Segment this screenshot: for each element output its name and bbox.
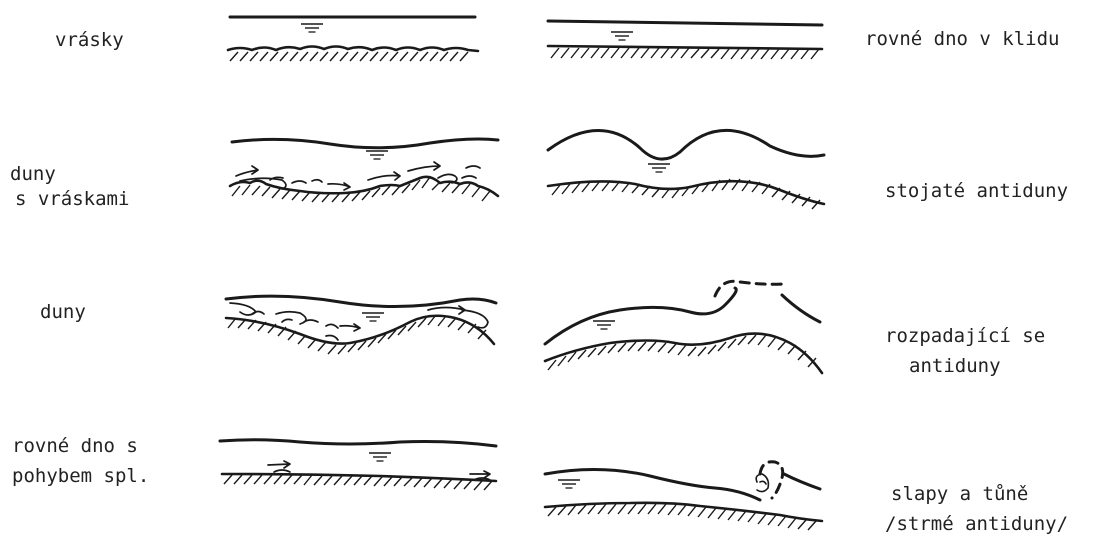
- sketch-duny-s-vraskami: [230, 139, 498, 202]
- sketch-rovne-dno-v-klidu: [548, 21, 822, 59]
- bed-hatching: [551, 48, 819, 59]
- water-surface: [545, 469, 760, 500]
- water-level-symbol: [648, 164, 670, 172]
- step-pool-bed: [545, 503, 822, 521]
- antidune-bed: [545, 334, 822, 373]
- sketch-rovne-dno-s-pohybem: [220, 440, 496, 490]
- hydraulic-jump: [760, 462, 783, 498]
- water-level-symbol: [369, 453, 391, 461]
- sketch-stojate-antiduny: [548, 130, 824, 209]
- water-surface: [232, 139, 498, 148]
- bed-hatching: [548, 335, 816, 370]
- water-surface-downstream: [782, 295, 820, 322]
- sketch-vrasky: [228, 17, 478, 61]
- water-level-symbol: [362, 313, 384, 321]
- water-surface: [545, 288, 736, 344]
- bed-hatching: [228, 315, 486, 354]
- bed-hatching: [548, 504, 816, 530]
- hydraulic-jump-core: [756, 474, 768, 492]
- antidune-bed: [548, 181, 824, 204]
- water-surface-downstream: [784, 474, 820, 489]
- water-surface: [220, 440, 496, 446]
- water-level-symbol: [301, 24, 323, 32]
- water-level-symbol: [611, 32, 633, 40]
- bed-hatching: [552, 179, 820, 209]
- water-surface: [226, 296, 496, 306]
- water-surface: [548, 130, 824, 159]
- breaking-crest: [715, 281, 784, 296]
- water-surface: [548, 21, 822, 25]
- flow-arrows: [230, 303, 488, 340]
- sketch-duny: [226, 296, 496, 354]
- water-level-symbol: [593, 321, 615, 329]
- bed-hatching: [230, 52, 468, 61]
- sketch-rozpadajici-se-antiduny: [545, 281, 822, 373]
- water-level-symbol: [558, 480, 580, 488]
- sketch-slapy-a-tune: [545, 462, 822, 530]
- bed-hatching: [224, 475, 492, 490]
- water-level-symbol: [366, 151, 388, 159]
- rippled-bed: [228, 47, 478, 52]
